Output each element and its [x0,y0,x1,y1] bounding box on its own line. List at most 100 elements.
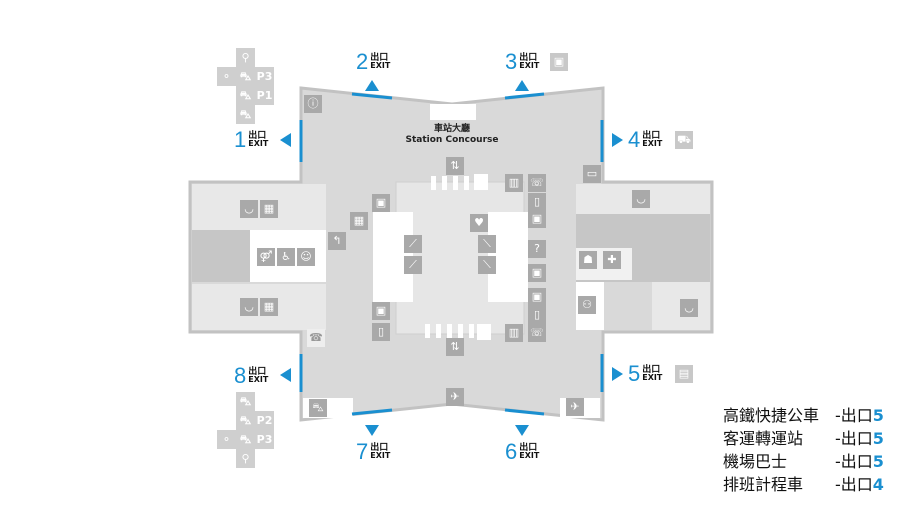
escalator-down-icon: ⟍ [478,235,496,253]
ticket-gate-icon: ▥ [505,174,523,192]
exit-number: 3 [505,49,518,74]
bus-stop-icon: ▣ [550,53,568,71]
arrow-right-icon [612,367,623,381]
ticket-machine-icon: ▣ [528,264,546,282]
exit-en: EXIT [248,139,269,148]
arrow-right-icon [612,133,623,147]
exit-number: 1 [234,127,247,152]
ticket-office-icon: ▯ [528,193,546,211]
arrow-down-icon [365,425,379,436]
locker-icon: ▭ [583,165,601,183]
arrow-left-icon [280,368,291,382]
family-restroom-icon: ☺ [297,248,315,266]
car-icon: ⛍ [236,86,255,105]
bus-icon: ▤ [675,365,693,383]
accessible-icon: ♿ [277,248,295,266]
escalator-up-icon: ⟋ [404,235,422,253]
car-icon: ⛍ [236,411,255,430]
scooter-icon: ⚬ [217,430,236,449]
ticket-office-icon: ▯ [528,306,546,324]
drinking-fountain-icon: ↰ [328,232,346,250]
legend-sep: -出口 [835,406,873,425]
legend-exit: 5 [872,406,884,425]
exit-doors [299,92,604,416]
title-zh: 車站大廳 [433,124,470,134]
bicycle-icon: ⚲ [236,449,255,468]
gates-bottom [425,324,491,340]
exit-zh: 出口 [248,131,267,141]
exit-en: EXIT [519,451,540,460]
restaurant-icon: ◡ [240,200,258,218]
parking-p3-icon: P3 [255,430,274,449]
exit-zh: 出口 [642,365,661,375]
service-counter-icon: ☗ [579,251,597,269]
exit-number: 4 [628,127,641,152]
legend-sep: -出口 [835,429,873,448]
left-shop-bottom [192,284,326,330]
legend-name: 高鐵快捷公車 [723,406,820,425]
taxi-icon: ⛟ [675,131,693,149]
arrow-up-icon [365,80,379,91]
exit-en: EXIT [642,139,663,148]
restroom-icon: ⚤ [257,248,275,266]
parking-p2-icon: P2 [255,411,274,430]
ticket-office-icon: ▯ [372,323,390,341]
arrow-up-icon [515,80,529,91]
restaurant-icon: ◡ [632,190,650,208]
parking-p3-icon: P3 [255,67,274,86]
exit-zh: 出口 [642,131,661,141]
breastfeeding-room-icon: ♥ [470,214,488,232]
exit-number: 6 [505,439,518,464]
legend-sep: -出口 [835,452,873,471]
ticket-machine-icon: ▣ [372,194,390,212]
bicycle-icon: ⚲ [236,48,255,67]
kiss-and-ride-icon: ⛍ [236,105,255,124]
legend-sep: -出口 [835,475,873,494]
meeting-point-icon: ⚇ [578,296,596,314]
exit-zh: 出口 [370,443,389,453]
customer-service-icon: ☏ [528,174,546,192]
legend-name: 客運轉運站 [723,429,804,448]
exit-number: 8 [234,363,247,388]
exit-en: EXIT [370,61,391,70]
exit-en: EXIT [519,61,540,70]
exit-zh: 出口 [519,53,538,63]
restaurant-icon: ◡ [240,298,258,316]
elevator-icon: ⇅ [446,338,464,356]
car-icon: ⛍ [236,67,255,86]
help-icon: ? [528,240,546,258]
exit-en: EXIT [370,451,391,460]
exit-en: EXIT [642,373,663,382]
legend-exit: 5 [872,452,884,471]
gift-shop-icon: ▦ [350,212,368,230]
title-en: Station Concourse [405,135,499,145]
parking-p1-icon: P1 [255,86,274,105]
exit-number: 7 [356,439,369,464]
legend-exit: 4 [872,475,884,494]
exit-zh: 出口 [248,367,267,377]
stairs-icon: ⟋ [404,256,422,274]
telephone-icon: ☎ [307,329,325,347]
taxi-icon: ⛍ [309,399,327,417]
arrow-down-icon [515,425,529,436]
legend-exit: 5 [872,429,884,448]
ticket-machine-icon: ▣ [528,288,546,306]
elevator-icon: ⇅ [446,157,464,175]
concourse-title: 車站大廳 Station Concourse [392,124,512,146]
exit-zh: 出口 [370,53,389,63]
left-shop-top [192,184,326,230]
